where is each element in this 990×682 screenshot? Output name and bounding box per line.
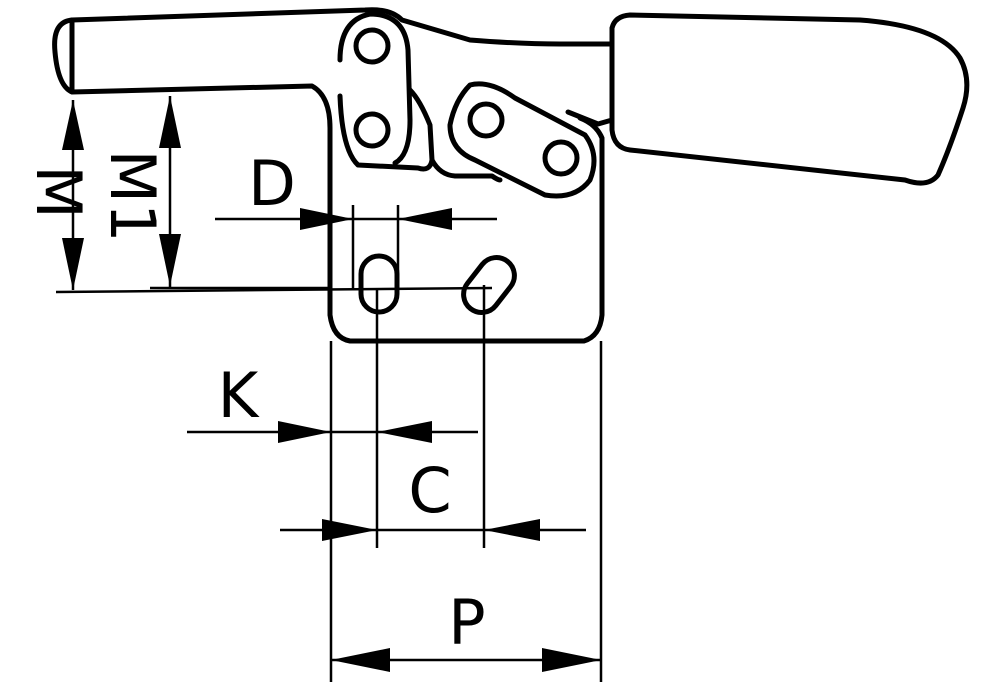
clamp-handle-end: [52, 17, 605, 344]
clamp-arm-upper: [337, 11, 413, 166]
arrowhead: [322, 519, 377, 541]
arrowhead: [331, 648, 390, 672]
mounting-slot: [461, 255, 517, 315]
clamp-handle-bar: [69, 7, 615, 127]
pivot-hole: [542, 139, 580, 177]
label-p: P: [448, 586, 485, 659]
arrowhead: [377, 421, 432, 443]
label-d: D: [248, 147, 296, 220]
clamp-arm-lower: [337, 87, 435, 172]
pivot-hole: [467, 101, 505, 139]
arrowhead: [159, 96, 181, 148]
arrowhead: [484, 519, 540, 541]
label-m1: M1: [96, 150, 169, 243]
pivot-hole: [353, 111, 391, 149]
arrowhead: [300, 208, 353, 230]
clamp-link-connector: [429, 157, 503, 183]
pivot-hole: [353, 27, 391, 65]
arrowhead: [62, 238, 84, 290]
label-k: K: [218, 359, 260, 432]
arrowhead: [398, 208, 452, 230]
label-m: M: [22, 165, 95, 219]
arrowhead: [278, 421, 331, 443]
arrowhead: [542, 648, 601, 672]
arrowhead: [159, 234, 181, 286]
label-c: C: [408, 454, 451, 527]
slot-centre-line: [55, 286, 493, 294]
clamp-pivot-link: [447, 81, 597, 199]
clamp-grip: [609, 12, 970, 186]
arrowhead: [62, 100, 84, 150]
mounting-slot: [358, 253, 400, 315]
